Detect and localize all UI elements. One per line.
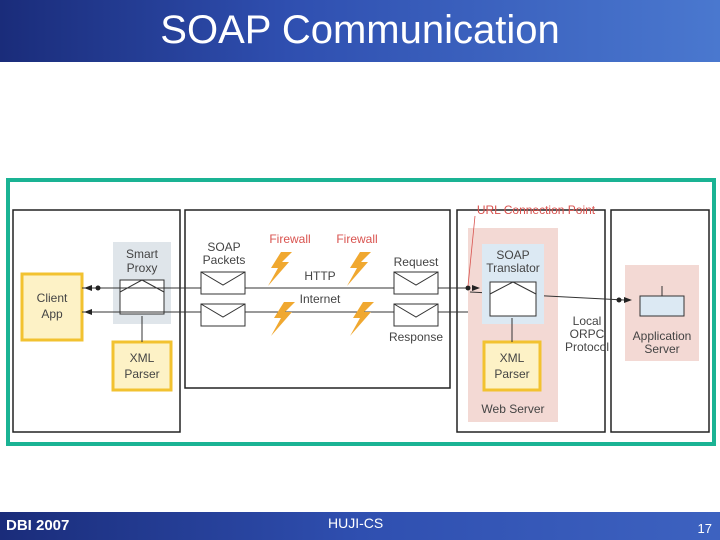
application-server-label-1: Application: [633, 329, 692, 343]
application-server-label-2: Server: [644, 342, 679, 356]
packet-envelope-2-flap: [200, 303, 246, 318]
client-app-label-1: Client: [37, 291, 68, 305]
xml-parser-right-box: [482, 340, 542, 392]
request-dot-left: [95, 285, 101, 291]
soap-packets-label-1: SOAP: [207, 240, 240, 254]
packet-envelope-2: [200, 303, 246, 327]
local-orpc-label-3: Protocol: [565, 340, 609, 354]
xml-parser-left-label-1: XML: [130, 351, 155, 365]
request-dot-right: [465, 285, 471, 291]
url-connection-point-label: URL Connection Point: [477, 203, 596, 217]
xml-parser-right-label-1: XML: [500, 351, 525, 365]
smart-proxy-label-1: Smart: [126, 247, 159, 261]
firewall-bolt-3: [347, 252, 371, 286]
packet-envelope-1: [200, 271, 246, 295]
packet-envelope-1-flap: [200, 271, 246, 286]
xml-parser-right-label-2: Parser: [494, 367, 529, 381]
http-label: HTTP: [304, 269, 335, 283]
packet-envelope-3-flap: [393, 271, 439, 286]
application-server-component: [639, 295, 685, 317]
orpc-arrow: [624, 297, 632, 303]
web-server-label: Web Server: [481, 402, 544, 416]
internet-label: Internet: [300, 292, 341, 306]
footer-bar: DBI 2007 HUJI-CS 17: [0, 512, 720, 540]
packet-envelope-4: [393, 303, 439, 327]
local-orpc-label-1: Local: [573, 314, 602, 328]
firewall-left-label: Firewall: [269, 232, 310, 246]
request-arrow-left: [84, 285, 92, 291]
soap-translator-envelope-flap: [489, 281, 537, 295]
packet-envelope-3: [393, 271, 439, 295]
request-label: Request: [394, 255, 439, 269]
soap-translator-label-2: Translator: [486, 261, 540, 275]
xml-parser-left-box: [111, 340, 173, 392]
page-number: 17: [697, 521, 712, 536]
request-arrow-right: [472, 285, 480, 291]
firewall-bolt-4: [350, 302, 374, 336]
footer-course: DBI 2007: [6, 517, 70, 534]
local-orpc-label-2: ORPC: [570, 327, 605, 341]
client-app-label-2: App: [41, 307, 63, 321]
internet-box: [184, 209, 451, 389]
slide-title: SOAP Communication: [160, 8, 560, 52]
soap-translator-envelope: [489, 281, 537, 317]
firewall-bolt-1: [268, 252, 292, 286]
orpc-dot: [616, 297, 622, 303]
smart-proxy-envelope: [119, 279, 165, 315]
xml-parser-left-label-2: Parser: [124, 367, 159, 381]
url-connection-pointer: [467, 215, 476, 287]
response-arrow-left: [84, 309, 92, 315]
firewall-right-label: Firewall: [336, 232, 377, 246]
response-label: Response: [389, 330, 443, 344]
client-app-box: [20, 272, 84, 342]
footer-institution: HUJI-CS: [328, 515, 384, 531]
title-bar: SOAP Communication: [0, 0, 720, 62]
firewall-bolt-2: [271, 302, 295, 336]
soap-packets-label-2: Packets: [203, 253, 246, 267]
soap-translator-label-1: SOAP: [496, 248, 529, 262]
packet-envelope-4-flap: [393, 303, 439, 318]
smart-proxy-label-2: Proxy: [127, 261, 158, 275]
